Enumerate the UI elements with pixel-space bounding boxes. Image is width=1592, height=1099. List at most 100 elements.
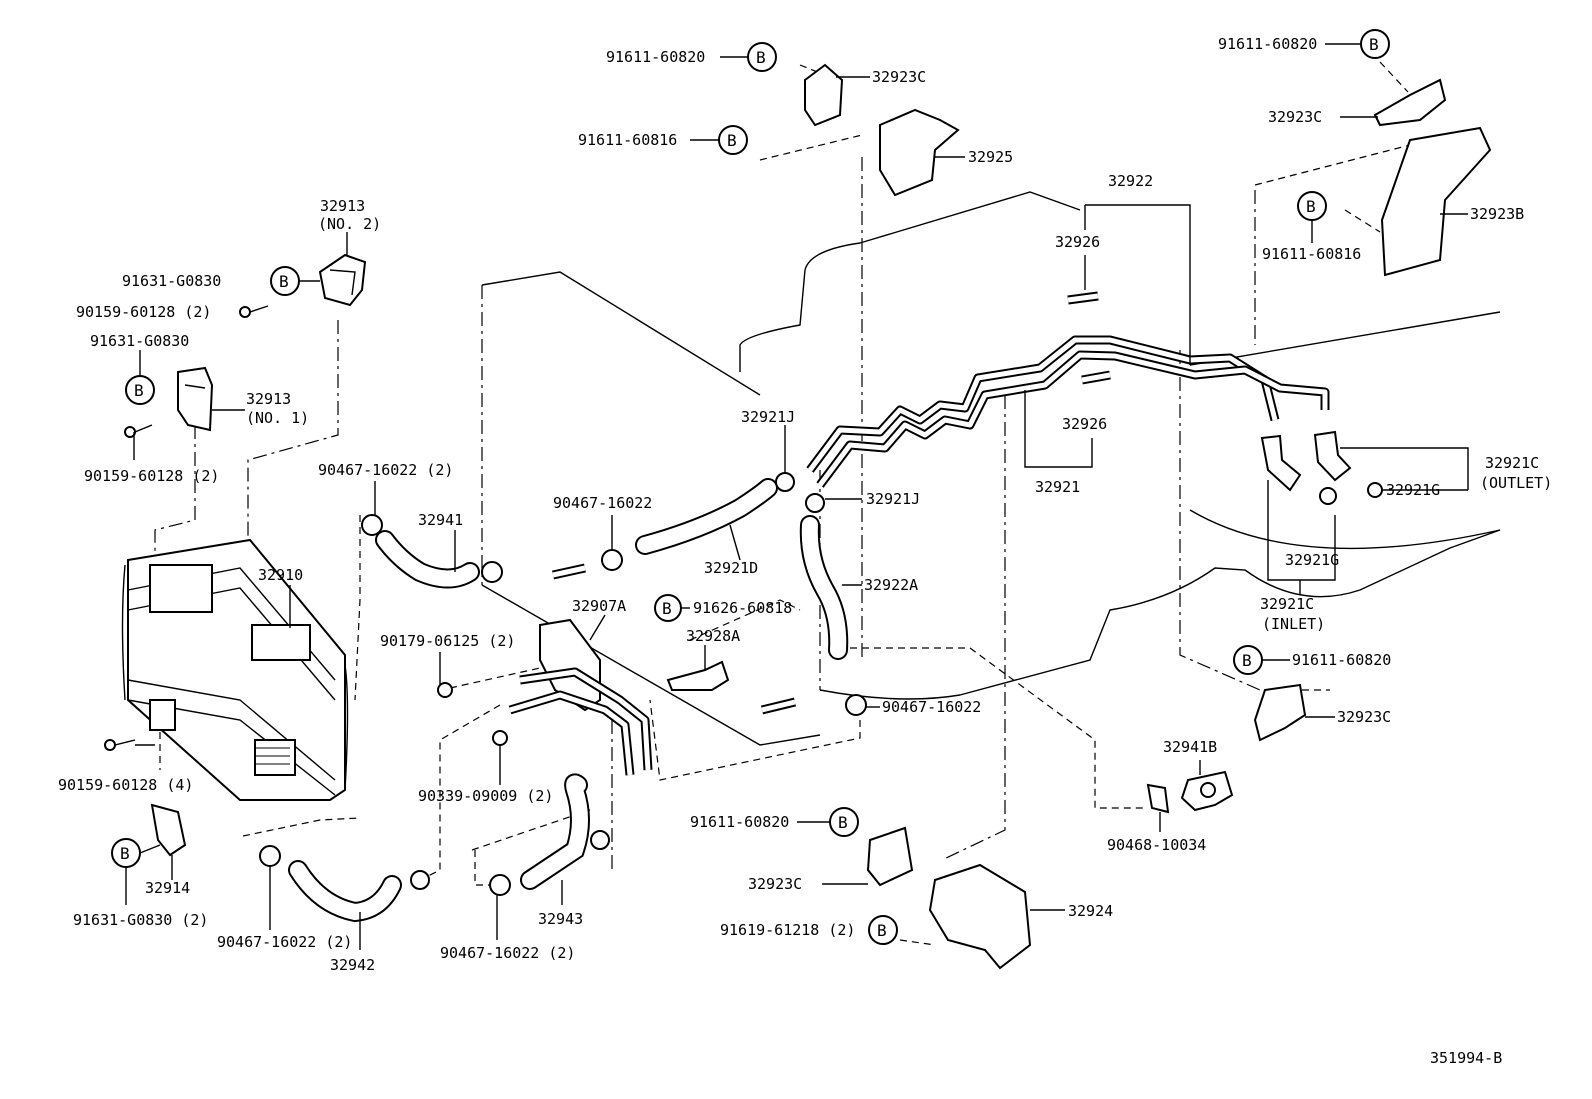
bolt-b-icon: B	[1233, 645, 1263, 675]
label-32942: 32942	[330, 956, 375, 974]
bracket-32923B	[1380, 126, 1492, 277]
label-91611-60820: 91611-60820	[1292, 651, 1391, 669]
label-32928A: 32928A	[686, 627, 740, 645]
label-32921D: 32921D	[704, 559, 758, 577]
svg-text:B: B	[1369, 35, 1379, 54]
hose-32941	[375, 530, 480, 589]
label-90467-16022: 90467-16022 (2)	[440, 944, 575, 962]
bolt-b-icon: B	[868, 915, 898, 945]
part-labels: 91611-60820 32923C 91611-60816 32925 916…	[58, 35, 1552, 1067]
label-inlet: (INLET)	[1262, 615, 1325, 633]
bracket-32914	[150, 803, 187, 857]
label-91611-60820: 91611-60820	[1218, 35, 1317, 53]
label-outlet: (OUTLET)	[1480, 474, 1552, 492]
hose-32943	[520, 773, 590, 890]
label-32921C-inlet: 32921C	[1260, 595, 1314, 613]
label-91619-61218: 91619-61218 (2)	[720, 921, 855, 939]
label-32941B: 32941B	[1163, 738, 1217, 756]
label-32924: 32924	[1068, 902, 1113, 920]
cooler-pipes-32921-32922	[806, 335, 1330, 488]
pipe-assembly-32907A	[508, 618, 653, 776]
label-91611-60820: 91611-60820	[690, 813, 789, 831]
hose-32922A	[799, 515, 849, 660]
bracket-32913-no1	[177, 366, 214, 432]
label-90159-60128: 90159-60128 (2)	[76, 303, 211, 321]
label-90159-60128: 90159-60128 (4)	[58, 776, 193, 794]
label-32923C: 32923C	[748, 875, 802, 893]
bracket-32913-no2	[318, 253, 367, 307]
label-32907A: 32907A	[572, 597, 626, 615]
bolt-b-icon: B	[1360, 29, 1390, 59]
svg-text:B: B	[120, 844, 130, 863]
label-32921G: 32921G	[1285, 551, 1339, 569]
svg-text:B: B	[877, 921, 887, 940]
svg-text:B: B	[1242, 651, 1252, 670]
svg-text:B: B	[1306, 197, 1316, 216]
bolt-b-icon: B	[829, 807, 859, 837]
bolt-b-icon: B	[111, 838, 141, 868]
oil-cooler-32910	[121, 538, 349, 801]
label-91626-60818: 91626-60818	[693, 599, 792, 617]
svg-text:B: B	[279, 272, 289, 291]
label-91631-G0830: 91631-G0830	[122, 272, 221, 290]
label-32926: 32926	[1055, 233, 1100, 251]
label-32922: 32922	[1108, 172, 1153, 190]
bolt-symbols: B B B B B B B B	[111, 29, 1390, 945]
bracket-32923C-top	[804, 63, 844, 127]
label-32910: 32910	[258, 566, 303, 584]
label-no1: (NO. 1)	[246, 409, 309, 427]
label-32943: 32943	[538, 910, 583, 928]
label-32914: 32914	[145, 879, 190, 897]
fittings-32921C	[1260, 430, 1383, 505]
hose-clamp-icons	[259, 472, 867, 896]
label-90339-09009: 90339-09009 (2)	[418, 787, 553, 805]
bolt-b-icon: B	[125, 375, 155, 405]
bracket-32923C-b	[866, 826, 914, 887]
label-90467-16022: 90467-16022 (2)	[217, 933, 352, 951]
label-32923C: 32923C	[1337, 708, 1391, 726]
bracket-32925	[879, 108, 960, 197]
label-32921J: 32921J	[866, 490, 920, 508]
label-leaders	[125, 43, 1469, 950]
bolt-b-icon: B	[654, 594, 682, 622]
label-90467-16022: 90467-16022	[882, 698, 981, 716]
short-pipes	[552, 291, 1111, 715]
hose-32921D	[635, 478, 778, 555]
label-32921J: 32921J	[741, 408, 795, 426]
label-32913-no1: 32913	[246, 390, 291, 408]
leader-lines	[154, 61, 1411, 946]
bolt-b-icon: B	[270, 266, 300, 296]
svg-text:B: B	[838, 813, 848, 832]
bolt-icons	[104, 305, 269, 751]
label-32923B: 32923B	[1470, 205, 1524, 223]
label-32923C: 32923C	[1268, 108, 1322, 126]
label-90467-16022: 90467-16022	[553, 494, 652, 512]
svg-text:B: B	[756, 48, 766, 67]
bolt-b-icon: B	[747, 42, 777, 72]
label-32922A: 32922A	[864, 576, 918, 594]
label-90468-10034: 90468-10034	[1107, 836, 1206, 854]
label-91631-G0830: 91631-G0830	[90, 332, 189, 350]
clamp-32941B	[1146, 770, 1234, 814]
label-91611-60816: 91611-60816	[1262, 245, 1361, 263]
bolt-b-icon: B	[718, 125, 748, 155]
bracket-32924	[928, 863, 1032, 970]
label-32921G: 32921G	[1386, 481, 1440, 499]
bolt-b-icon: B	[1297, 191, 1327, 221]
label-32921C-outlet: 32921C	[1485, 454, 1539, 472]
svg-text:B: B	[727, 131, 737, 150]
label-91611-60820: 91611-60820	[606, 48, 705, 66]
label-32941: 32941	[418, 511, 463, 529]
label-32925: 32925	[968, 148, 1013, 166]
svg-text:B: B	[662, 599, 672, 618]
hose-32942	[288, 860, 402, 923]
figure-id: 351994-B	[1430, 1049, 1502, 1067]
bracket-32923C-tr	[1373, 78, 1447, 127]
label-32913-no2: 32913	[320, 197, 365, 215]
svg-text:B: B	[134, 381, 144, 400]
label-no2: (NO. 2)	[318, 215, 381, 233]
bracket-32928A	[666, 660, 730, 691]
label-32923C: 32923C	[872, 68, 926, 86]
label-32921: 32921	[1035, 478, 1080, 496]
